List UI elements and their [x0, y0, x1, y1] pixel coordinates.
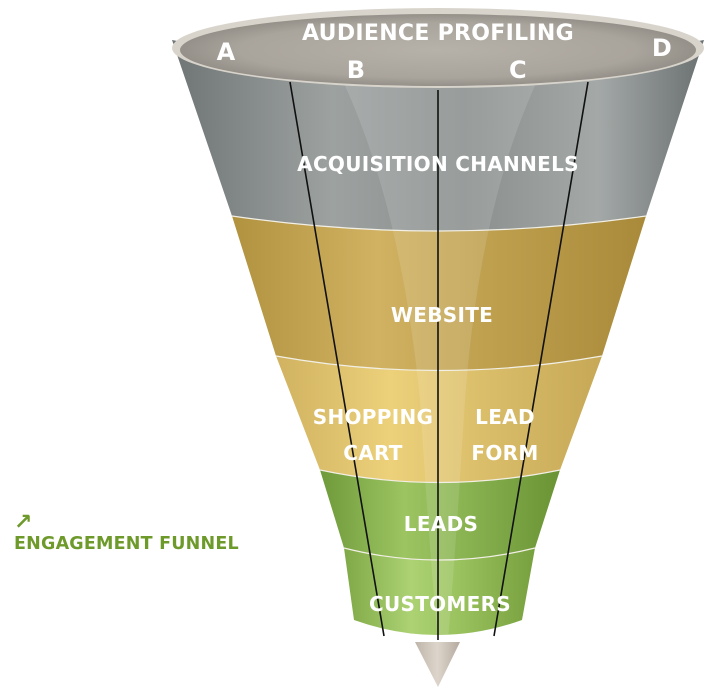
caption-title: ENGAGEMENT FUNNEL — [14, 534, 239, 554]
layer-label-cart: CART — [343, 441, 403, 465]
column-label-b: B — [347, 56, 366, 84]
funnel-layer-leads — [320, 470, 560, 560]
caption: ↗ ENGAGEMENT FUNNEL — [14, 510, 239, 555]
layer-label-shopping: SHOPPING — [313, 405, 433, 429]
layer-label-form: FORM — [471, 441, 538, 465]
funnel-top-opening — [180, 14, 696, 86]
top-label: AUDIENCE PROFILING — [302, 21, 574, 46]
arrow-up-right-icon: ↗ — [14, 510, 33, 535]
layer-label-website: WEBSITE — [391, 303, 493, 327]
column-divider-ab — [289, 81, 385, 637]
layer-label-customers: CUSTOMERS — [369, 592, 511, 616]
column-label-c: C — [509, 56, 527, 84]
layer-label-leads: LEADS — [404, 512, 478, 536]
funnel-layer-website — [232, 216, 646, 371]
band-separator — [319, 469, 561, 484]
layer-label-acquisition: ACQUISITION CHANNELS — [297, 152, 579, 176]
funnel-inner-highlight — [340, 75, 540, 640]
column-label-d: D — [652, 34, 672, 62]
funnel-tip — [415, 642, 460, 687]
funnel-layer-customers — [344, 548, 535, 635]
column-label-a: A — [217, 38, 236, 66]
funnel-layer-cart-form — [276, 356, 602, 483]
layer-label-lead: LEAD — [475, 405, 535, 429]
column-divider-cd — [493, 81, 589, 637]
